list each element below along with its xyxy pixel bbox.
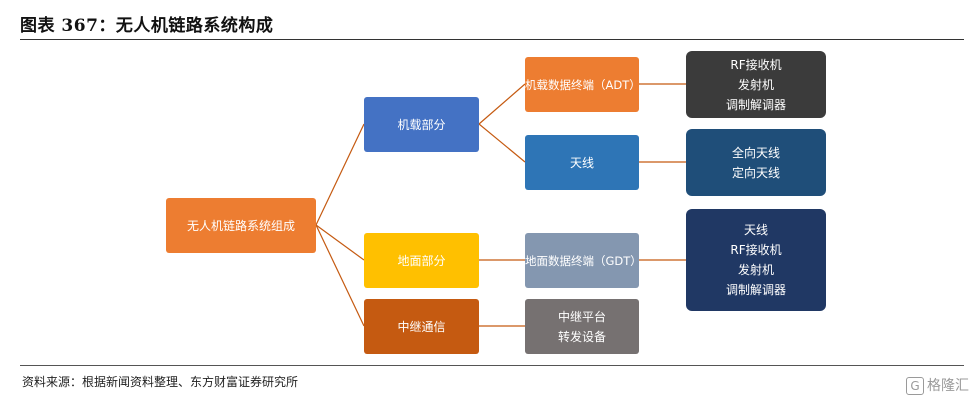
gdt-item: 天线 (743, 223, 768, 237)
connector-root-ground (315, 224, 365, 261)
footer-divider (20, 365, 964, 366)
logo-icon: G (906, 377, 924, 395)
relay-item: 中继平台 (557, 309, 606, 324)
gdt-item: 调制解调器 (725, 283, 786, 297)
node-antenna-items: 全向天线 定向天线 (686, 129, 826, 196)
node-relay-items: 中继平台 转发设备 (525, 299, 639, 354)
connector-airborne-adt (478, 83, 526, 125)
adt-item: 发射机 (737, 77, 774, 92)
relay-item: 转发设备 (557, 329, 606, 344)
node-airborne: 机载部分 (364, 97, 479, 152)
title-divider (20, 39, 964, 40)
node-ground: 地面部分 (364, 233, 479, 288)
watermark-text: 格隆汇 (927, 378, 969, 394)
adt-item: RF接收机 (730, 57, 782, 72)
node-adt: 机载数据终端（ADT） (525, 57, 641, 112)
connector-airborne-antenna (478, 123, 526, 163)
node-gdt: 地面数据终端（GDT） (525, 233, 642, 288)
connector-root-airborne (315, 123, 365, 226)
page-title: 图表 367：无人机链路系统构成 (20, 16, 274, 36)
gdt-item: 发射机 (737, 263, 774, 277)
node-gdt-items: 天线 RF接收机 发射机 调制解调器 (686, 209, 826, 311)
antenna-item: 全向天线 (731, 145, 780, 160)
node-adt-items: RF接收机 发射机 调制解调器 (686, 51, 826, 118)
gdt-item: RF接收机 (730, 243, 782, 257)
connector-root-relay (315, 224, 365, 327)
node-antenna: 天线 (525, 135, 639, 190)
antenna-item: 定向天线 (731, 165, 780, 180)
source-note: 资料来源：根据新闻资料整理、东方财富证券研究所 (22, 375, 299, 389)
node-relay: 中继通信 (364, 299, 479, 354)
adt-item: 调制解调器 (725, 97, 786, 112)
node-root: 无人机链路系统组成 (166, 198, 316, 253)
